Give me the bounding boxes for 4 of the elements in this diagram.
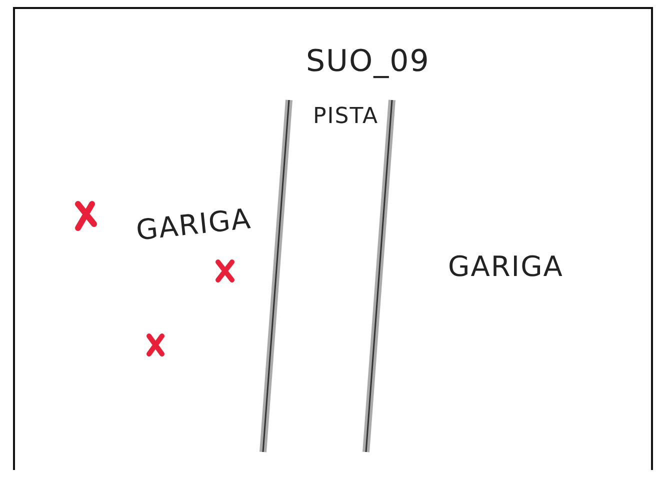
area-label: PISTA <box>313 104 378 129</box>
area-label: GARIGA <box>448 250 564 283</box>
area-label: GARIGA <box>134 202 253 247</box>
map-title: SUO_09 <box>306 44 430 79</box>
